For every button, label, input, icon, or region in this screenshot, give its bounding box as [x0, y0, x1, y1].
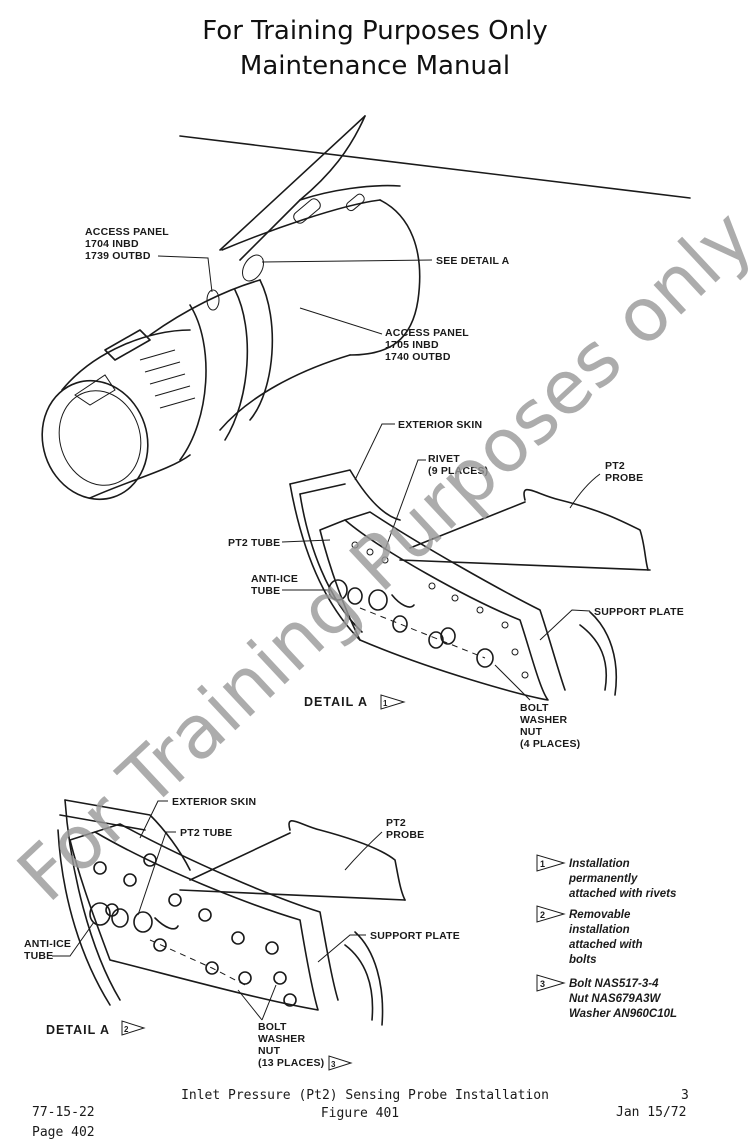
access-panel-top-label-line-3: 1739 OUTBD	[85, 250, 151, 262]
note-3: 3 Bolt NAS517-3-4 Nut NAS679A3W Washer A…	[536, 974, 677, 1020]
access-panel-bottom-label-line-2: 1705 INBD	[385, 339, 439, 351]
figure-number: Figure 401	[321, 1106, 399, 1121]
detail2-note-flag: 2	[121, 1020, 146, 1036]
detail1-anti-ice-label-line-1: ANTI-ICE	[251, 573, 298, 585]
detail2-note-ref: 2	[124, 1025, 129, 1034]
detail2-pt2-probe-label-line-1: PT2	[386, 817, 406, 829]
detail1-pt2-tube-label: PT2 TUBE	[228, 537, 280, 549]
detail2-anti-ice-label-line-1: ANTI-ICE	[24, 938, 71, 950]
note-1-ref: 1	[540, 859, 545, 869]
detail1-bolt-label-line-3: NUT	[520, 726, 543, 738]
revision-number: 3	[681, 1088, 689, 1103]
detail2-pt2-tube-label: PT2 TUBE	[180, 827, 232, 839]
detail1-support-plate-leader	[539, 609, 591, 641]
detail1-exterior-skin-label: EXTERIOR SKIN	[398, 419, 482, 431]
note-3-line-3: Washer AN960C10L	[569, 1008, 677, 1020]
engine-nacelle-illustration	[41, 115, 691, 501]
note-3-ref: 3	[540, 979, 545, 989]
access-panel-bottom-label-line-1: ACCESS PANEL	[385, 327, 469, 339]
access-panel-top-label-line-1: ACCESS PANEL	[85, 226, 169, 238]
detail1-rivet-label-line-2: (9 PLACES)	[428, 465, 488, 477]
detail1-rivet-leader	[384, 459, 426, 551]
detail2-bolt-label-line-3: NUT	[258, 1045, 281, 1057]
note-1: 1 Installation permanently attached with…	[536, 854, 676, 900]
detail2-exterior-skin-label: EXTERIOR SKIN	[172, 796, 256, 808]
access-panel-top-leader	[157, 255, 213, 293]
access-panel-bottom-leader	[299, 307, 383, 335]
detail-a-riveted-illustration	[289, 469, 651, 701]
detail1-bolt-label-line-4: (4 PLACES)	[520, 738, 580, 750]
note-1-line-2: permanently	[568, 873, 638, 885]
note-2-line-1: Removable	[569, 909, 631, 921]
detail2-pt2-probe-leader	[344, 831, 383, 871]
detail2-bolt-leader-1	[237, 989, 263, 1021]
detail2-support-plate-label: SUPPORT PLATE	[370, 930, 460, 942]
note-2-line-3: attached with	[569, 939, 642, 951]
detail1-pt2-probe-label-line-1: PT2	[605, 460, 625, 472]
access-panel-top-label-line-2: 1704 INBD	[85, 238, 139, 250]
detail1-exterior-skin-leader	[354, 423, 395, 481]
watermark-text: For Training Purposes only	[2, 194, 750, 919]
page-number: Page 402	[32, 1125, 95, 1140]
detail1-pt2-probe-label-line-2: PROBE	[605, 472, 643, 484]
revision-date: Jan 15/72	[616, 1105, 686, 1120]
detail2-title: DETAIL A	[46, 1023, 110, 1037]
detail2-bolt-label-line-1: BOLT	[258, 1021, 287, 1033]
chapter-number: 77-15-22	[32, 1105, 95, 1120]
note-1-line-3: attached with rivets	[569, 888, 676, 900]
detail2-anti-ice-leader	[52, 921, 95, 957]
detail1-pt2-tube-leader	[281, 539, 331, 543]
note-2-line-2: installation	[569, 924, 630, 936]
detail1-bolt-leader	[494, 664, 531, 701]
detail1-note-ref: 1	[383, 699, 388, 708]
document-header: For Training Purposes Only Maintenance M…	[0, 14, 750, 84]
see-detail-label: SEE DETAIL A	[436, 255, 510, 267]
note-2: 2 Removable installation attached with b…	[536, 905, 642, 966]
detail1-rivet-label-line-1: RIVET	[428, 453, 460, 465]
detail-a-bolted-illustration	[57, 799, 406, 1026]
detail1-bolt-label-line-2: WASHER	[520, 714, 568, 726]
see-detail-leader	[261, 259, 433, 263]
access-panel-bottom-label-line-3: 1740 OUTBD	[385, 351, 451, 363]
detail2-pt2-tube-leader	[137, 831, 176, 916]
note-1-line-1: Installation	[569, 858, 630, 870]
detail2-bolt-note-flag: 3	[328, 1055, 353, 1071]
detail1-pt2-probe-leader	[569, 473, 601, 509]
detail1-anti-ice-label-line-2: TUBE	[251, 585, 280, 597]
notes-legend: 1 Installation permanently attached with…	[536, 854, 677, 1020]
detail2-bolt-label-line-4: (13 PLACES)	[258, 1057, 324, 1069]
detail2-bolt-note-ref: 3	[331, 1060, 336, 1069]
detail2-pt2-probe-label-line-2: PROBE	[386, 829, 424, 841]
detail2-bolt-leader-2	[261, 984, 277, 1021]
header-line-2: Maintenance Manual	[239, 51, 511, 81]
note-3-line-2: Nut NAS679A3W	[569, 993, 662, 1005]
figure-caption: Inlet Pressure (Pt2) Sensing Probe Insta…	[181, 1088, 549, 1103]
detail2-anti-ice-label-line-2: TUBE	[24, 950, 53, 962]
detail1-title: DETAIL A	[304, 695, 368, 709]
note-3-line-1: Bolt NAS517-3-4	[569, 978, 659, 990]
detail1-bolt-label-line-1: BOLT	[520, 702, 549, 714]
detail2-bolt-label-line-2: WASHER	[258, 1033, 306, 1045]
detail1-support-plate-label: SUPPORT PLATE	[594, 606, 684, 618]
detail2-exterior-skin-leader	[139, 800, 168, 839]
detail1-note-flag: 1	[380, 694, 406, 710]
detail2-support-plate-leader	[317, 934, 366, 963]
header-line-1: For Training Purposes Only	[202, 16, 548, 46]
note-2-ref: 2	[540, 910, 545, 920]
note-2-line-4: bolts	[569, 954, 596, 966]
